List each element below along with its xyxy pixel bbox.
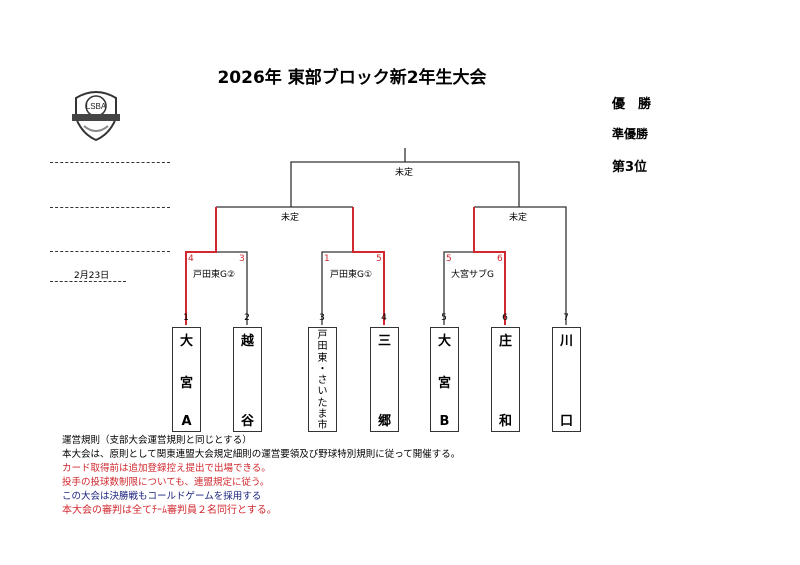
match3-venue: 大宮サブG xyxy=(451,270,494,280)
team-name-char: 宮 xyxy=(179,376,193,391)
team-number: 7 xyxy=(563,313,569,323)
team-number: 2 xyxy=(244,313,250,323)
match1-line xyxy=(216,251,248,325)
team-name-char: 三 xyxy=(377,334,391,349)
winner-line-team4 xyxy=(352,207,385,325)
team-name-char: B xyxy=(439,414,450,429)
rule-line: 本大会の審判は全てﾁｰﾑ審判員２名同行とする。 xyxy=(62,505,277,516)
page-title: 2026年 東部ブロック新2年生大会 xyxy=(217,68,487,88)
team-name-char: 和 xyxy=(498,414,512,429)
team-name-char: 郷 xyxy=(377,414,391,429)
match3-line xyxy=(443,251,474,325)
match2-venue: 戸田東G① xyxy=(330,270,373,280)
team-name-char: 大 xyxy=(179,334,193,349)
team-name-char: 越 xyxy=(240,334,254,349)
team-name-char: A xyxy=(181,414,192,429)
match1-venue: 戸田東G② xyxy=(193,270,236,280)
match2-score-right: 5 xyxy=(376,254,382,264)
divider xyxy=(50,162,170,163)
rule-line: 運営規則（支部大会運営規則と同じとする） xyxy=(62,435,252,446)
rule-line: この大会は決勝戦もコールドゲームを採用する xyxy=(62,491,262,502)
team-box: 越谷 xyxy=(233,327,262,432)
final-line xyxy=(290,148,520,207)
team-name-char: 田 xyxy=(317,341,328,353)
match2-score-left: 1 xyxy=(324,254,330,264)
team-name-char: 川 xyxy=(559,334,573,349)
semi-line xyxy=(216,206,567,325)
divider xyxy=(50,207,170,208)
team-name-char: 庄 xyxy=(498,334,512,349)
team-number: 4 xyxy=(381,313,387,323)
team-name-char: 戸 xyxy=(317,330,328,341)
team-box: 戸田東・さいたま市 xyxy=(308,327,337,432)
team-box: 川口 xyxy=(552,327,581,432)
rule-line: 本大会は、原則として関東連盟大会規定細則の運営要領及び野球特別規則に従って開催す… xyxy=(62,449,461,460)
team-box: 大宮 B xyxy=(430,327,459,432)
team-name-char: た xyxy=(317,397,328,409)
team-number: 3 xyxy=(319,313,325,323)
team-name-char: ま xyxy=(317,409,328,421)
semi2-venue: 未定 xyxy=(509,213,528,223)
winner-line-team1 xyxy=(185,207,217,325)
semi1-venue: 未定 xyxy=(281,213,300,223)
final-venue: 未定 xyxy=(395,168,414,178)
team-number: 1 xyxy=(183,313,189,323)
rank-champion: 優 勝 xyxy=(612,97,652,112)
team-name-char: 口 xyxy=(559,414,573,429)
team-name-char: さ xyxy=(317,375,328,387)
team-box: 庄和 xyxy=(491,327,520,432)
team-box: 三郷 xyxy=(370,327,399,432)
rank-runner-up: 準優勝 xyxy=(612,127,649,141)
team-name-char: 谷 xyxy=(240,414,254,429)
league-logo: LSBA xyxy=(70,88,122,142)
divider xyxy=(50,281,126,282)
team-name-char: 大 xyxy=(437,334,451,349)
match-date: 2月23日 xyxy=(74,271,110,281)
match3-score-right: 6 xyxy=(497,254,503,264)
logo-emblem-icon: LSBA xyxy=(72,91,120,142)
rule-line: カード取得前は追加登録控え提出で出場できる。 xyxy=(62,463,271,474)
match2-line xyxy=(321,251,353,325)
rank-third: 第3位 xyxy=(612,160,648,175)
match3-score-left: 5 xyxy=(446,254,452,264)
match1-score-left: 4 xyxy=(188,254,194,264)
winner-line-team6 xyxy=(473,207,506,325)
svg-text:LSBA: LSBA xyxy=(86,102,107,111)
team-name-char: 市 xyxy=(317,420,328,432)
match1-score-right: 3 xyxy=(239,254,245,264)
team-name-char: 東 xyxy=(317,352,328,364)
team-name-char: 宮 xyxy=(437,376,451,391)
rule-line: 投手の投球数制限についても、連盟規定に従う。 xyxy=(62,477,270,488)
team-name-char: い xyxy=(317,386,328,398)
team-box: 大宮 A xyxy=(172,327,201,432)
team-number: 5 xyxy=(441,313,447,323)
team-name-char: ・ xyxy=(317,363,328,375)
divider xyxy=(50,251,170,252)
team-number: 6 xyxy=(502,313,508,323)
